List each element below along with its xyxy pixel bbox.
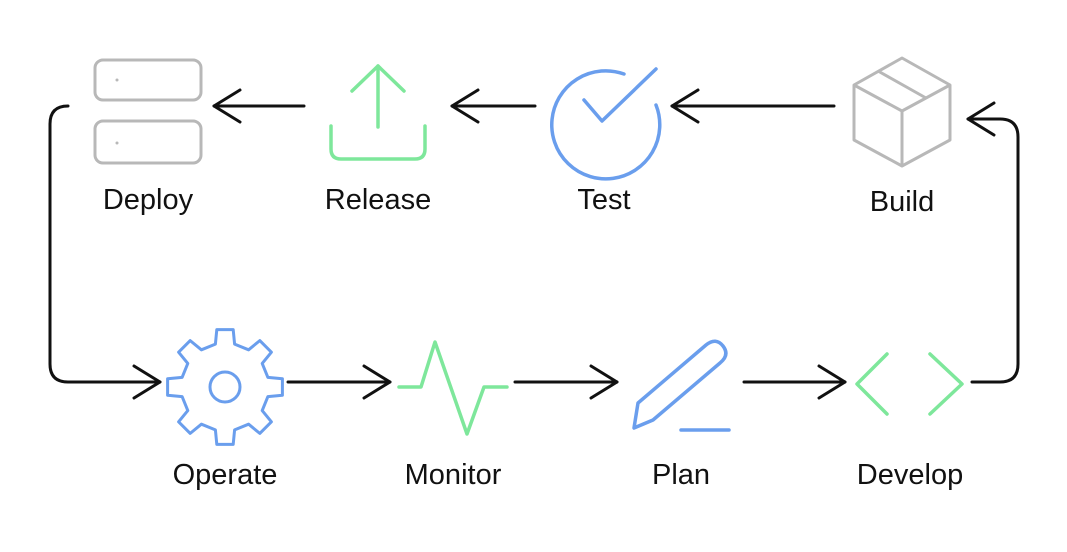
upload-icon (329, 64, 427, 161)
stage-label-deploy: Deploy (102, 184, 194, 216)
stage-label-test: Test (577, 184, 631, 216)
pencil-icon (632, 339, 731, 432)
arrow-plan-to-develop (742, 364, 847, 400)
arrow-develop-to-build (966, 101, 1020, 384)
arrow-operate-to-monitor (286, 364, 392, 400)
arrow-deploy-to-operate (48, 104, 162, 400)
box-icon (852, 56, 952, 168)
arrow-release-to-deploy (212, 88, 306, 124)
code-brackets-icon (855, 352, 964, 416)
stage-label-release: Release (324, 184, 432, 216)
server-stack-icon (93, 58, 203, 165)
check-circle-icon (550, 67, 662, 181)
arrow-monitor-to-plan (513, 364, 619, 400)
arrow-build-to-test (670, 88, 836, 124)
stage-label-plan: Plan (651, 459, 711, 491)
arrow-test-to-release (450, 88, 537, 124)
gear-icon (166, 328, 284, 446)
stage-label-operate: Operate (172, 459, 278, 491)
stage-label-develop: Develop (856, 459, 964, 491)
pulse-icon (397, 340, 509, 436)
stage-label-build: Build (869, 186, 935, 218)
stage-label-monitor: Monitor (404, 459, 502, 491)
